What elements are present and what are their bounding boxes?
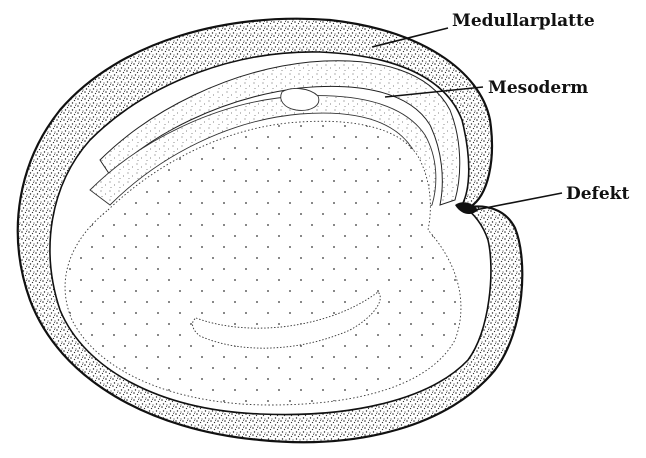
- medullarplatte-label: Medullarplatte: [452, 11, 595, 31]
- defekt-label: Defekt: [566, 184, 629, 204]
- mesoderm-label: Mesoderm: [488, 78, 588, 98]
- defekt-leader: [470, 193, 562, 211]
